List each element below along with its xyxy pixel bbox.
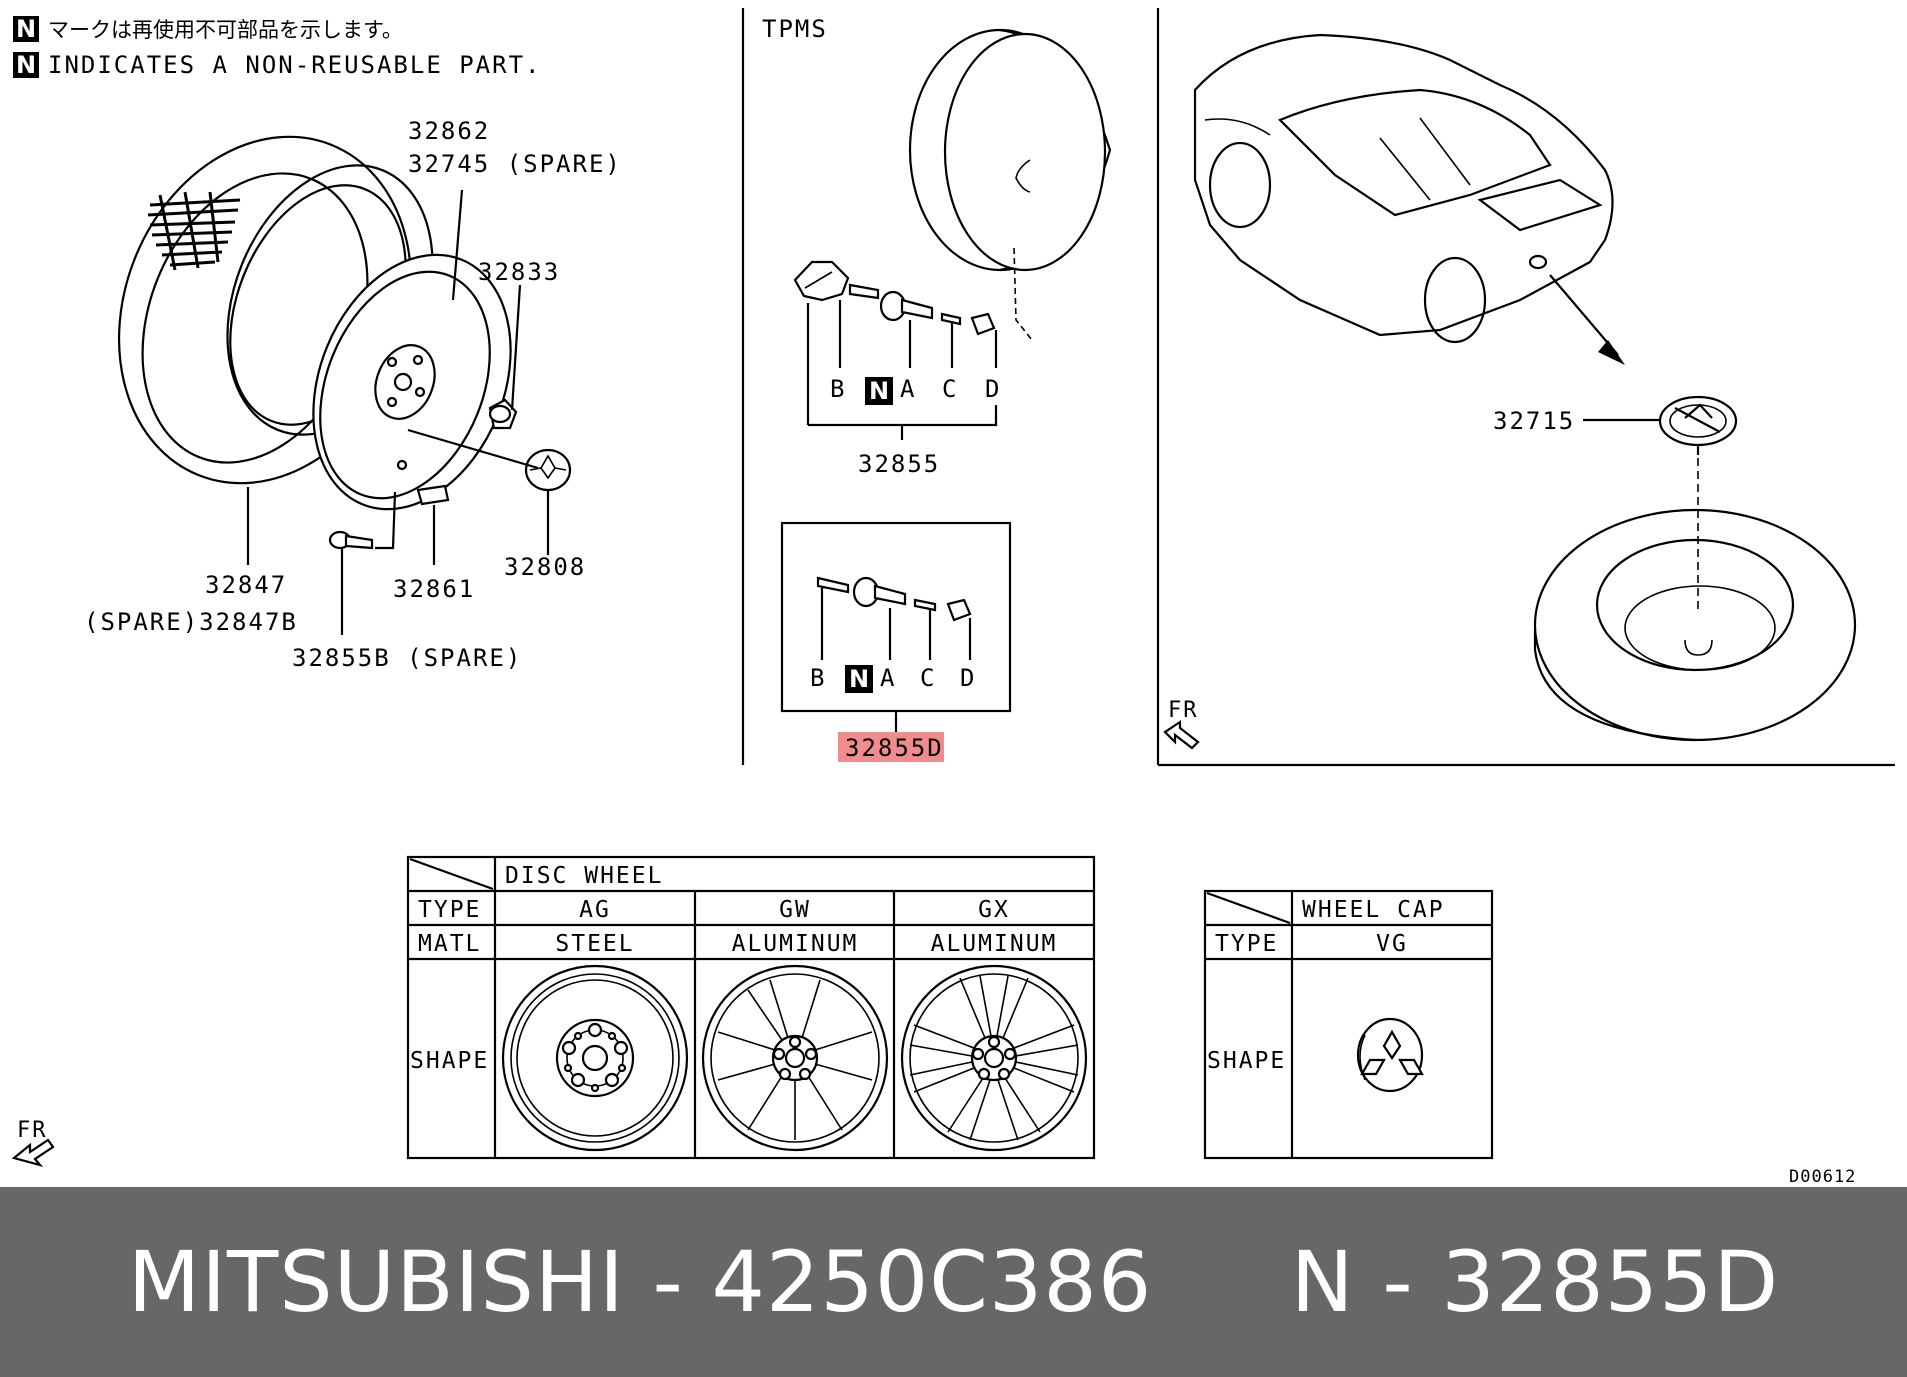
non-reusable-mark-icon	[13, 16, 39, 42]
tpms-section-title: TPMS	[762, 15, 828, 43]
non-reusable-mark-icon	[13, 52, 39, 78]
fr-label: FR	[1168, 698, 1199, 723]
part-label-32808: 32808	[504, 553, 586, 581]
kit-cap-icon	[946, 598, 972, 622]
tpms-grommet-icon	[848, 283, 880, 300]
kit-valve-core-icon	[913, 598, 937, 612]
tpms-bracket	[806, 300, 998, 440]
component-letter-n: N	[849, 665, 871, 693]
cell-matl-aluminum: ALUMINUM	[931, 931, 1058, 957]
component-letter-b: B	[810, 664, 826, 692]
part-number: 4250C386	[711, 1233, 1153, 1331]
fr-arrow-icon	[1163, 719, 1200, 750]
part-label-32833: 32833	[478, 258, 560, 286]
drawing-code: D00612	[1789, 1167, 1856, 1187]
part-label-32847b: (SPARE)32847B	[84, 608, 298, 636]
component-letter-a: A	[880, 664, 896, 692]
component-letter-d: D	[985, 375, 1001, 403]
banner-text: MITSUBISHI - 4250C386 N - 32855D	[128, 1233, 1780, 1331]
component-letter-n: N	[869, 377, 891, 405]
disc-wheel-header: DISC WHEEL	[505, 863, 663, 889]
part-label-32855b: 32855B (SPARE)	[292, 644, 522, 672]
banner-gap	[1152, 1233, 1291, 1331]
part-label-32855d: 32855D	[845, 734, 944, 762]
tpms-sensor-icon	[793, 260, 850, 302]
cell-type-gx: GX	[978, 897, 1010, 923]
valve-stem-icon	[328, 530, 374, 550]
row-label-shape: SHAPE	[1207, 1048, 1286, 1074]
part-label-32861: 32861	[393, 575, 475, 603]
component-letter-b: B	[830, 375, 846, 403]
part-number-banner: MITSUBISHI - 4250C386 N - 32855D	[0, 1187, 1907, 1377]
ref-prefix: N	[1290, 1233, 1355, 1331]
part-label-32745: 32745 (SPARE)	[408, 150, 622, 178]
cell-type-ag: AG	[579, 897, 611, 923]
part-label-32847: 32847	[205, 571, 287, 599]
leader-line	[407, 428, 539, 470]
row-label-shape: SHAPE	[410, 1048, 489, 1074]
legend-note-english: INDICATES A NON-REUSABLE PART.	[48, 51, 541, 79]
leader-line	[510, 284, 522, 411]
tpms-valve-body-icon	[879, 290, 934, 322]
steel-wheel-icon	[501, 964, 689, 1152]
separator: -	[1354, 1233, 1442, 1331]
cell-type-vg: VG	[1376, 931, 1408, 957]
non-reusable-mark-icon	[845, 665, 873, 693]
gx-alloy-wheel-icon	[900, 964, 1088, 1152]
tpms-leader-dashed	[1013, 247, 1033, 341]
kit-grommet-icon	[816, 576, 850, 594]
legend-note-japanese: マークは再使用不可部品を示します。	[48, 18, 403, 42]
legend-mark-letter: N	[16, 15, 38, 43]
separator: -	[624, 1233, 712, 1331]
ref-number: 32855D	[1441, 1233, 1780, 1331]
component-letter-c: C	[920, 664, 936, 692]
spare-tire-cover-icon	[1658, 395, 1738, 455]
highlight-box	[838, 732, 944, 762]
legend-mark-letter: N	[16, 51, 38, 79]
wheel-cap-table	[1203, 889, 1494, 1160]
component-letter-d: D	[960, 664, 976, 692]
row-label-type: TYPE	[1215, 931, 1278, 957]
row-label-type: TYPE	[418, 897, 481, 923]
wheel-nut-icon	[488, 398, 518, 430]
tpms-valve-core-icon	[940, 312, 962, 326]
component-letter-a: A	[900, 375, 916, 403]
cell-matl-aluminum: ALUMINUM	[732, 931, 859, 957]
cell-type-gw: GW	[779, 897, 811, 923]
component-letter-c: C	[942, 375, 958, 403]
leader-line	[375, 491, 397, 550]
tpms-wheel-icon	[908, 28, 1112, 272]
tpms-cap-icon	[970, 312, 996, 336]
non-reusable-mark-icon	[865, 377, 893, 405]
wheel-cap-header: WHEEL CAP	[1302, 897, 1445, 923]
leader-line	[451, 189, 464, 301]
parts-diagram: N マークは再使用不可部品を示します。 N INDICATES A NON-RE…	[11, 8, 1895, 1187]
vehicle-icon	[1193, 33, 1614, 344]
center-cap-icon	[524, 448, 572, 492]
part-label-32862: 32862	[408, 117, 490, 145]
wheel-cap-icon	[1356, 1017, 1424, 1093]
row-label-matl: MATL	[418, 931, 481, 957]
balance-weight-icon	[416, 484, 450, 506]
part-label-32855: 32855	[858, 450, 940, 478]
brand-name: MITSUBISHI	[127, 1233, 625, 1331]
gw-alloy-wheel-icon	[701, 964, 889, 1152]
disc-wheel-table	[406, 855, 1096, 1160]
cell-matl-steel: STEEL	[555, 931, 634, 957]
fr-label: FR	[17, 1118, 48, 1143]
arrow-head-icon	[1598, 340, 1625, 365]
fr-arrow-icon	[11, 1138, 55, 1167]
spare-tire-icon	[1533, 508, 1857, 742]
kit-valve-body-icon	[852, 576, 907, 608]
part-label-32715: 32715	[1493, 407, 1575, 435]
